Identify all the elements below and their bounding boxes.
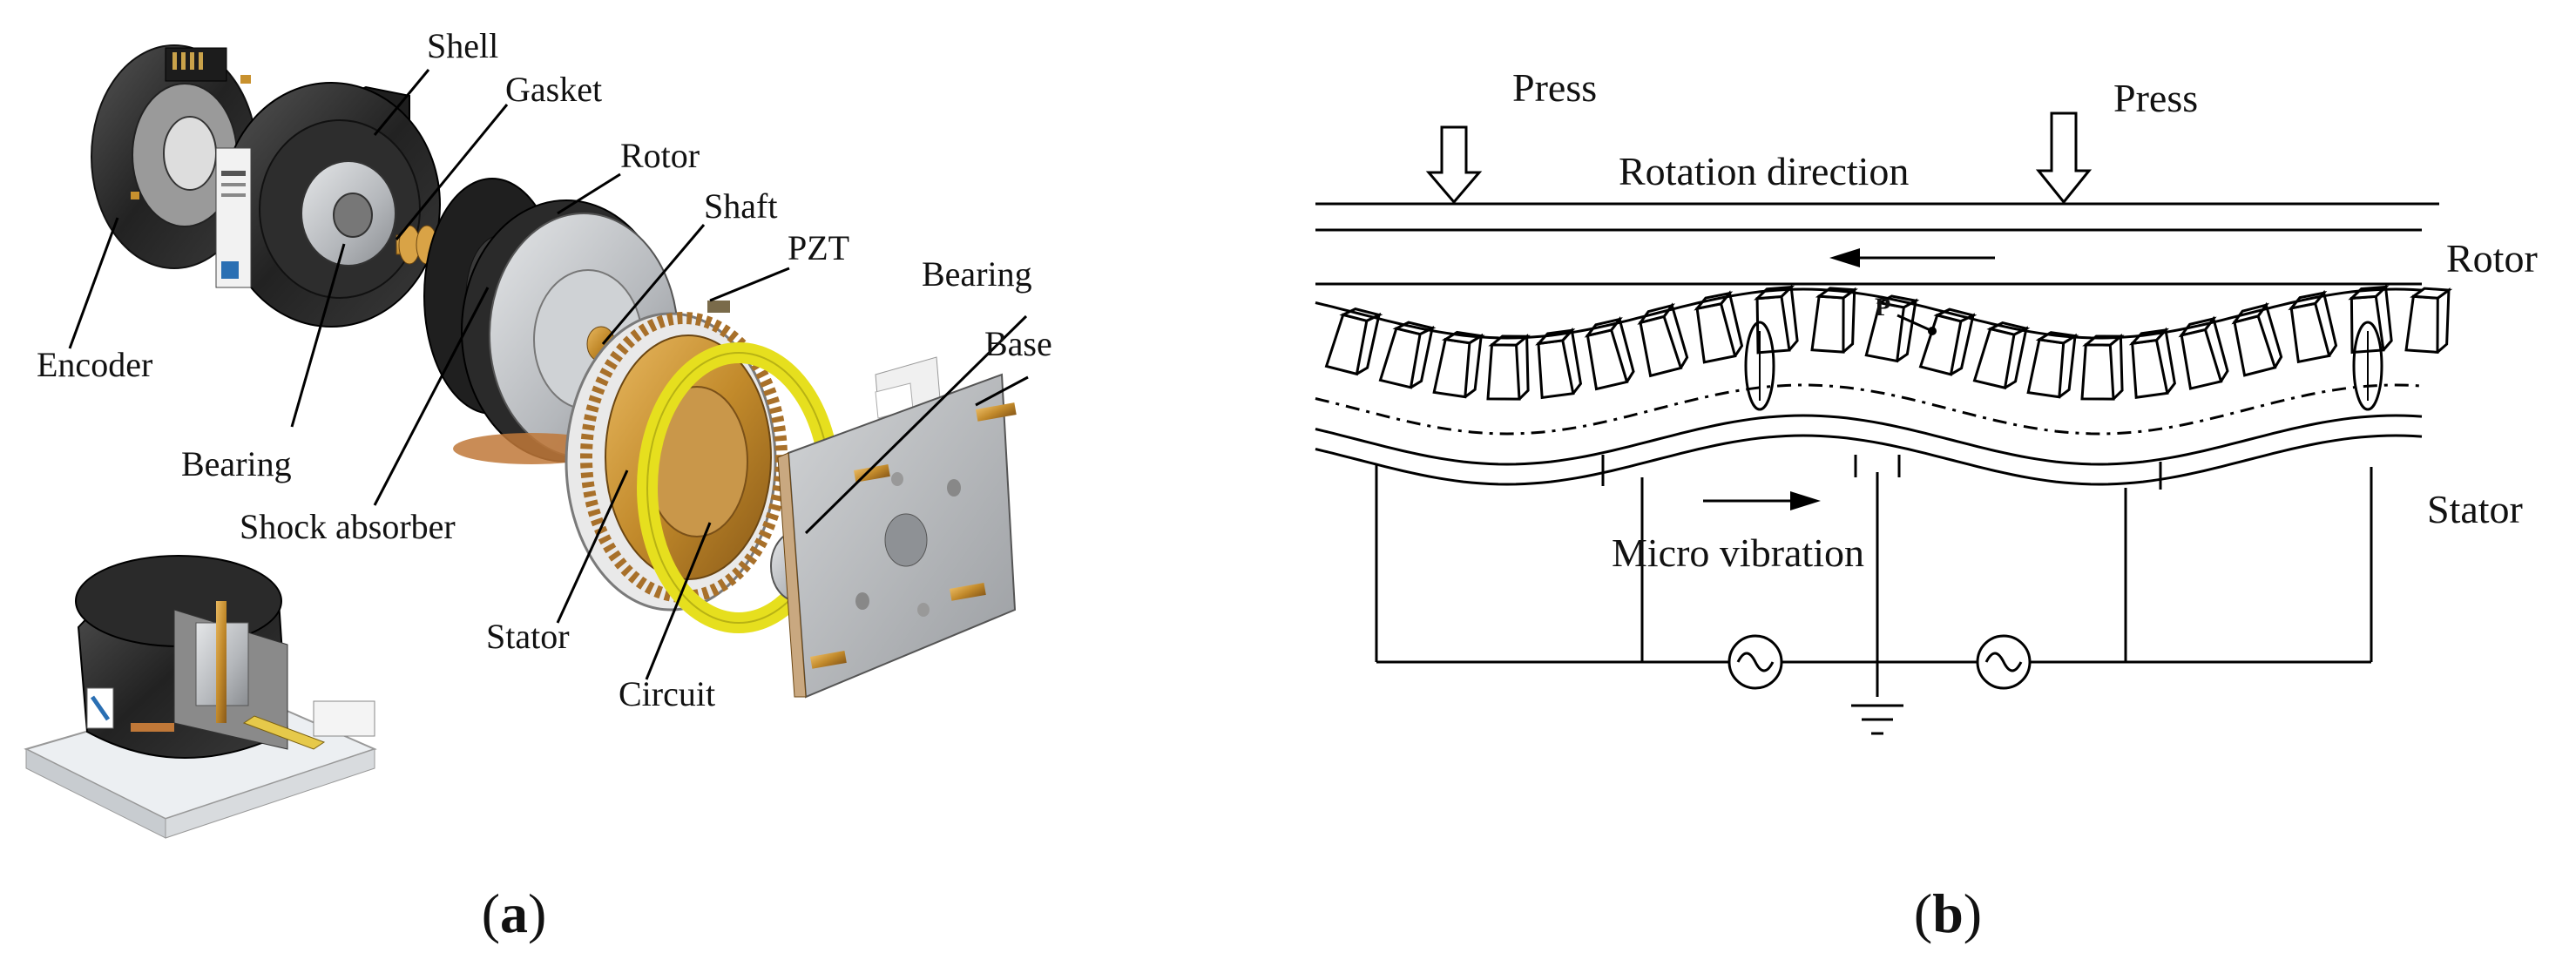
panel-a-leader-lines [68, 69, 1029, 680]
label-shock-absorber: Shock absorber [240, 507, 456, 546]
label-micro-vibration: Micro vibration [1612, 530, 1864, 575]
stator-tooth [2080, 334, 2125, 401]
ac-source-left [1727, 634, 1783, 690]
stator-tooth [2026, 331, 2079, 399]
panel-a-labels: Shell Gasket Rotor Shaft PZT Bearing Bas… [37, 26, 1052, 713]
label-press-left: Press [1512, 65, 1597, 110]
panel-a-exploded-view: Shell Gasket Rotor Shaft PZT Bearing Bas… [24, 26, 1052, 944]
rotation-arrow [1829, 248, 1995, 267]
caption-b: (b) [1914, 882, 1982, 944]
assembled-motor-inset [24, 555, 377, 839]
label-bearing-left: Bearing [181, 444, 292, 483]
particle-ellipse-right [2352, 321, 2383, 411]
label-press-right: Press [2113, 76, 2198, 120]
point-p-marker [1897, 314, 1937, 335]
stator-part [565, 312, 788, 612]
stator-body [1315, 287, 2423, 486]
stator-tooth [1432, 330, 1485, 399]
stator-tooth [1810, 287, 1858, 354]
particle-ellipse-left [1744, 321, 1775, 411]
label-shaft: Shaft [704, 186, 777, 226]
press-arrow-left [1425, 125, 1483, 205]
label-rotation-direction: Rotation direction [1619, 149, 1909, 193]
label-rotor: Rotor [620, 136, 700, 175]
label-encoder: Encoder [37, 345, 152, 384]
rotor-body [1315, 202, 2439, 286]
label-stator: Stator [486, 617, 570, 656]
label-shell: Shell [427, 26, 498, 65]
label-circuit: Circuit [619, 674, 715, 713]
stator-tooth [2348, 284, 2393, 355]
label-gasket: Gasket [505, 70, 602, 109]
drive-circuit [1375, 463, 2373, 697]
stator-tooth [1486, 334, 1531, 401]
stator-tooth [1324, 307, 1383, 376]
panel-b-principle-diagram: Press Press Rotation direction Rotor P S… [1315, 65, 2538, 944]
label-base: Base [984, 324, 1052, 363]
label-rotor: Rotor [2446, 236, 2538, 280]
micro-vibration-arrow [1703, 491, 1821, 510]
stator-tooth [1637, 302, 1689, 378]
ac-source-right [1976, 634, 2032, 690]
stator-tooth [2128, 327, 2176, 399]
label-point-p: P [1875, 293, 1890, 321]
ground-symbol [1851, 704, 1903, 735]
stator-tooth [1535, 328, 1583, 400]
electrode-gaps [1601, 455, 2162, 490]
shell-part [215, 82, 441, 328]
label-stator: Stator [2427, 487, 2523, 531]
stator-tooth [1754, 284, 1799, 355]
stator-teeth [1324, 284, 2453, 401]
label-bearing-right: Bearing [922, 254, 1032, 294]
label-pzt: PZT [788, 228, 849, 267]
stator-tooth [1694, 290, 1744, 364]
stator-tooth [2404, 287, 2453, 354]
press-arrow-right [2035, 111, 2093, 205]
stator-tooth [1918, 307, 1978, 376]
base-plate-part [777, 373, 1017, 699]
panel-b-labels: Press Press Rotation direction Rotor P S… [1512, 65, 2538, 575]
caption-a: (a) [482, 882, 547, 944]
